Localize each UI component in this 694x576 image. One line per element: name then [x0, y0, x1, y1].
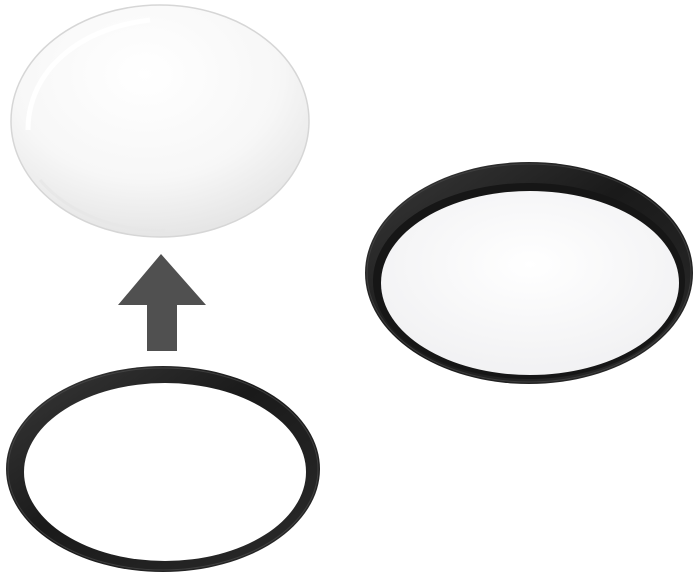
up-arrow-icon [118, 254, 206, 351]
frame-ring-icon [6, 366, 320, 572]
assembled-light-icon [365, 162, 693, 384]
diffuser-cover-icon [11, 5, 309, 237]
